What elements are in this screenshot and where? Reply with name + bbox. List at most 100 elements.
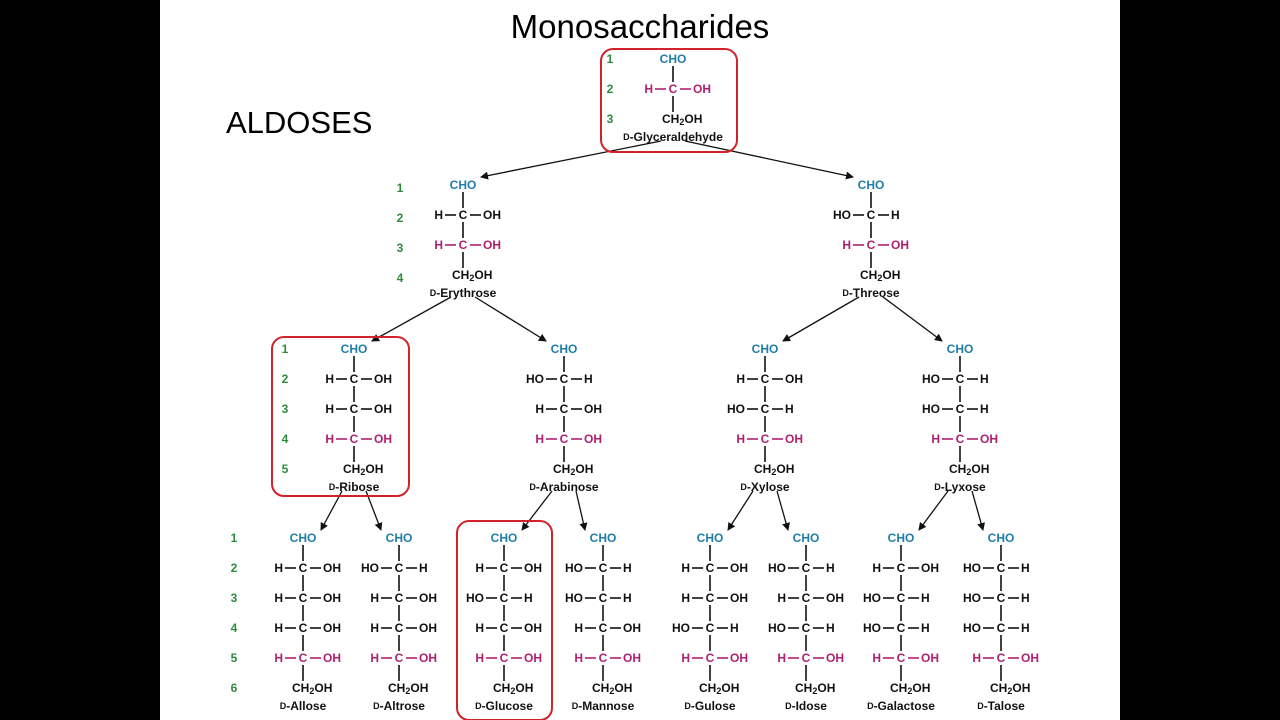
carbon-atom-label: C xyxy=(395,561,404,575)
carbon-atom-label: C xyxy=(897,651,906,665)
right-substituent-label: H xyxy=(1021,621,1030,635)
carbon-atom-label: C xyxy=(560,432,569,446)
left-substituent-label: HO xyxy=(963,591,981,605)
aldehyde-group-label: CHO xyxy=(386,531,413,545)
carbon-atom-label: C xyxy=(299,621,308,635)
right-substituent-label: OH xyxy=(374,402,392,416)
carbon-atom-label: C xyxy=(395,651,404,665)
right-substituent-label: OH xyxy=(730,591,748,605)
terminal-group-label: CH2OH xyxy=(949,462,989,477)
left-substituent-label: H xyxy=(777,591,786,605)
left-substituent-label: H xyxy=(274,561,283,575)
derivation-arrow xyxy=(971,490,985,531)
right-substituent-label: H xyxy=(730,621,739,635)
highlight-box xyxy=(600,48,738,153)
right-substituent-label: OH xyxy=(374,372,392,386)
carbon-atom-label: C xyxy=(897,561,906,575)
right-substituent-label: H xyxy=(584,372,593,386)
right-substituent-label: H xyxy=(623,561,632,575)
molecule-name-label: D-Glucose xyxy=(475,699,533,713)
right-substituent-label: OH xyxy=(524,561,542,575)
aldehyde-group-label: CHO xyxy=(590,531,617,545)
left-substituent-label: H xyxy=(777,651,786,665)
left-substituent-label: H xyxy=(972,651,981,665)
carbon-atom-label: C xyxy=(599,591,608,605)
right-substituent-label: OH xyxy=(584,402,602,416)
carbon-atom-label: C xyxy=(706,591,715,605)
aldehyde-group-label: CHO xyxy=(551,342,578,356)
right-substituent-label: OH xyxy=(785,432,803,446)
molecule-name-label: D-Idose xyxy=(785,699,827,713)
derivation-arrow xyxy=(320,490,343,531)
left-substituent-label: H xyxy=(434,208,443,222)
slide-title: Monosaccharides xyxy=(510,8,770,45)
carbon-atom-label: C xyxy=(560,372,569,386)
left-substituent-label: HO xyxy=(963,621,981,635)
derivation-arrow xyxy=(727,490,754,531)
right-substituent-label: OH xyxy=(1021,651,1039,665)
terminal-group-label: CH2OH xyxy=(343,462,383,477)
right-substituent-label: OH xyxy=(419,591,437,605)
left-substituent-label: H xyxy=(274,651,283,665)
left-substituent-label: HO xyxy=(466,591,484,605)
carbon-atom-label: C xyxy=(956,432,965,446)
carbon-number-label: 2 xyxy=(607,82,614,96)
left-substituent-label: H xyxy=(931,432,940,446)
carbon-atom-label: C xyxy=(761,432,770,446)
carbon-atom-label: C xyxy=(299,651,308,665)
carbon-number-label: 4 xyxy=(282,432,289,446)
right-substituent-label: H xyxy=(921,621,930,635)
aldehyde-group-label: CHO xyxy=(858,178,885,192)
carbon-atom-label: C xyxy=(599,651,608,665)
right-substituent-label: OH xyxy=(623,621,641,635)
right-substituent-label: OH xyxy=(584,432,602,446)
carbon-atom-label: C xyxy=(867,208,876,222)
molecule-name-label: D-Allose xyxy=(280,699,327,713)
right-substituent-label: OH xyxy=(623,651,641,665)
highlight-box xyxy=(271,336,410,497)
carbon-atom-label: C xyxy=(669,82,678,96)
right-substituent-label: OH xyxy=(374,432,392,446)
left-substituent-label: HO xyxy=(565,591,583,605)
left-substituent-label: H xyxy=(842,238,851,252)
left-substituent-label: H xyxy=(325,372,334,386)
left-substituent-label: HO xyxy=(863,591,881,605)
aldehyde-group-label: CHO xyxy=(947,342,974,356)
left-substituent-label: H xyxy=(274,621,283,635)
right-substituent-label: H xyxy=(891,208,900,222)
carbon-number-label: 2 xyxy=(282,372,289,386)
left-substituent-label: HO xyxy=(768,561,786,575)
right-substituent-label: OH xyxy=(921,651,939,665)
right-substituent-label: OH xyxy=(921,561,939,575)
terminal-group-label: CH2OH xyxy=(662,112,702,127)
carbon-number-label: 1 xyxy=(231,531,238,545)
derivation-arrow xyxy=(480,140,662,180)
carbon-number-label: 3 xyxy=(282,402,289,416)
left-substituent-label: H xyxy=(681,591,690,605)
left-substituent-label: H xyxy=(644,82,653,96)
carbon-atom-label: C xyxy=(299,561,308,575)
derivation-arrow xyxy=(918,490,949,531)
left-substituent-label: H xyxy=(736,372,745,386)
carbon-number-label: 1 xyxy=(282,342,289,356)
left-substituent-label: H xyxy=(681,651,690,665)
terminal-group-label: CH2OH xyxy=(699,681,739,696)
carbon-atom-label: C xyxy=(956,402,965,416)
right-substituent-label: H xyxy=(921,591,930,605)
right-substituent-label: OH xyxy=(323,651,341,665)
terminal-group-label: CH2OH xyxy=(592,681,632,696)
section-heading: ALDOSES xyxy=(226,105,373,140)
molecule-name-label: D-Gulose xyxy=(684,699,735,713)
right-substituent-label: H xyxy=(826,621,835,635)
left-substituent-label: HO xyxy=(565,561,583,575)
molecule-name-label: D-Arabinose xyxy=(529,480,599,494)
